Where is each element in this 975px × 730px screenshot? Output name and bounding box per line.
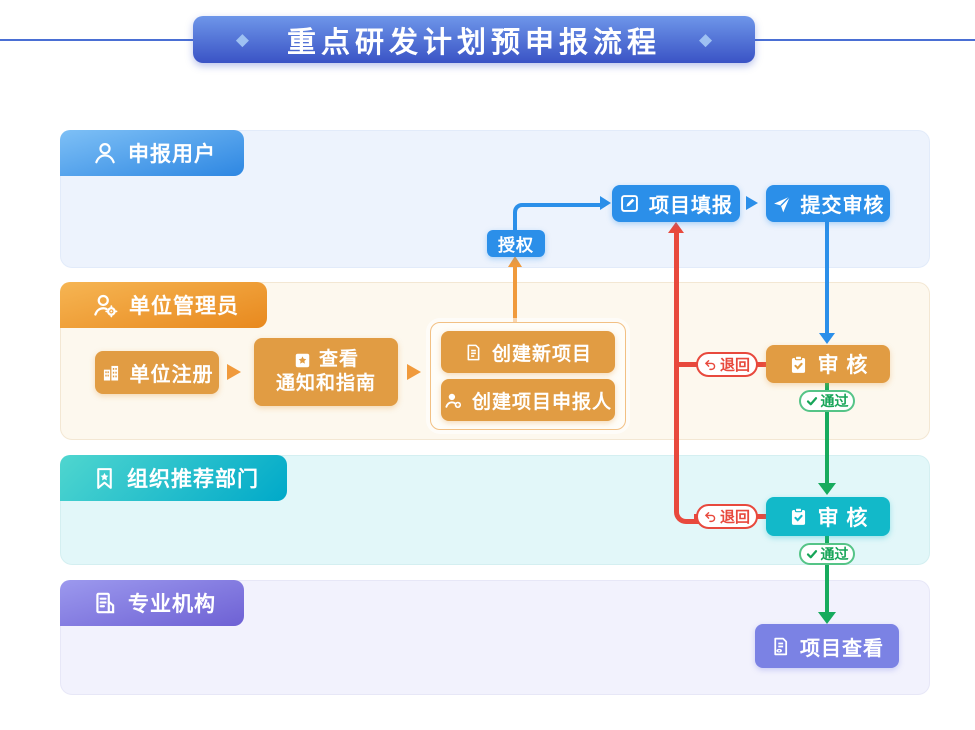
- node-dept-review: 审 核: [766, 497, 890, 536]
- node-label: 创建新项目: [491, 343, 592, 365]
- check-icon: [806, 395, 818, 407]
- agency-building-icon: [92, 590, 118, 616]
- node-label-line2: 通知和指南: [275, 373, 376, 394]
- node-label-line1: 查看: [318, 349, 359, 371]
- connector-submit-to-unit-review: [825, 222, 829, 334]
- lane-label-text: 申报用户: [128, 143, 216, 166]
- create-group-container: 创建新项目 创建项目申报人: [430, 322, 626, 430]
- document-view-icon: [770, 636, 791, 657]
- edge-label-reject-dept: 退回: [696, 504, 758, 529]
- lane-label-recommend-dept: 组织推荐部门: [60, 455, 287, 501]
- lane-label-text: 专业机构: [128, 593, 216, 616]
- page-title-banner: ◆ 重点研发计划预申报流程 ◆: [193, 16, 755, 63]
- arrowhead-up-orange: [508, 256, 522, 267]
- arrow-notice-to-create: [407, 364, 421, 380]
- user-gear-icon: [92, 292, 119, 319]
- check-icon: [806, 548, 818, 560]
- arrowhead-up-red: [668, 222, 684, 233]
- edit-document-icon: [619, 193, 640, 214]
- node-label: 项目填报: [649, 195, 733, 217]
- return-arrow-icon: [704, 358, 717, 371]
- clipboard-check-icon: [788, 506, 809, 527]
- node-unit-register: 单位注册: [95, 351, 219, 394]
- connector-unit-pass-to-dept-review: [825, 383, 829, 483]
- user-plus-icon: [444, 391, 463, 410]
- arrowhead-down-green: [818, 483, 836, 495]
- node-label: 项目查看: [800, 637, 884, 660]
- arrowhead-down-green: [818, 612, 836, 624]
- node-submit-review: 提交审核: [766, 185, 890, 222]
- node-label: 审 核: [817, 506, 869, 530]
- return-arrow-icon: [704, 510, 717, 523]
- edge-label-text: 退回: [719, 509, 750, 526]
- lane-label-unit-admin: 单位管理员: [60, 282, 267, 328]
- node-create-project: 创建新项目: [441, 331, 615, 373]
- connector-dept-pass-to-project-view: [825, 536, 829, 612]
- user-icon: [92, 140, 118, 166]
- arrow-register-to-notice: [227, 364, 241, 380]
- lane-recommend-dept: 组织推荐部门: [60, 455, 930, 565]
- page-title: 重点研发计划预申报流程: [286, 26, 661, 59]
- connector-dept-reject-elbow: [674, 505, 703, 524]
- lane-label-text: 单位管理员: [129, 295, 239, 318]
- lane-label-text: 组织推荐部门: [127, 468, 259, 491]
- building-icon: [101, 363, 121, 383]
- node-authorize: 授权: [487, 230, 545, 257]
- node-project-fill: 项目填报: [612, 185, 740, 222]
- diamond-icon: ◆: [699, 29, 713, 49]
- edge-label-text: 通过: [820, 546, 849, 562]
- connector-create-group-to-authorize: [513, 266, 517, 322]
- bookmark-star-icon: [92, 466, 117, 491]
- clipboard-check-icon: [788, 354, 809, 375]
- document-icon: [464, 343, 483, 362]
- connector-authorize-to-project-fill: [513, 203, 605, 236]
- node-project-view: 项目查看: [755, 624, 899, 668]
- edge-label-pass-dept: 通过: [799, 543, 855, 565]
- book-star-icon: [293, 351, 312, 370]
- node-label: 单位注册: [129, 364, 214, 386]
- node-label: 提交审核: [800, 195, 885, 217]
- edge-label-reject-unit: 退回: [696, 352, 758, 377]
- paper-plane-icon: [772, 194, 792, 214]
- node-label: 创建项目申报人: [471, 391, 612, 413]
- edge-label-text: 退回: [719, 357, 750, 374]
- node-unit-review: 审 核: [766, 345, 890, 383]
- arrowhead-right-blue: [600, 196, 611, 210]
- diamond-icon: ◆: [235, 29, 249, 49]
- edge-label-text: 通过: [820, 393, 849, 409]
- node-label: 审 核: [817, 354, 869, 377]
- lane-label-applicant-user: 申报用户: [60, 130, 244, 176]
- node-create-applicant: 创建项目申报人: [441, 379, 615, 421]
- node-label: 授权: [498, 236, 534, 255]
- arrowhead-down-blue: [819, 333, 835, 344]
- arrow-project-fill-to-submit: [746, 196, 758, 210]
- node-view-notice-guide: 查看 通知和指南: [254, 338, 398, 406]
- edge-label-pass-unit: 通过: [799, 390, 855, 412]
- lane-label-professional-agency: 专业机构: [60, 580, 244, 626]
- connector-reject-to-project-fill: [674, 231, 679, 505]
